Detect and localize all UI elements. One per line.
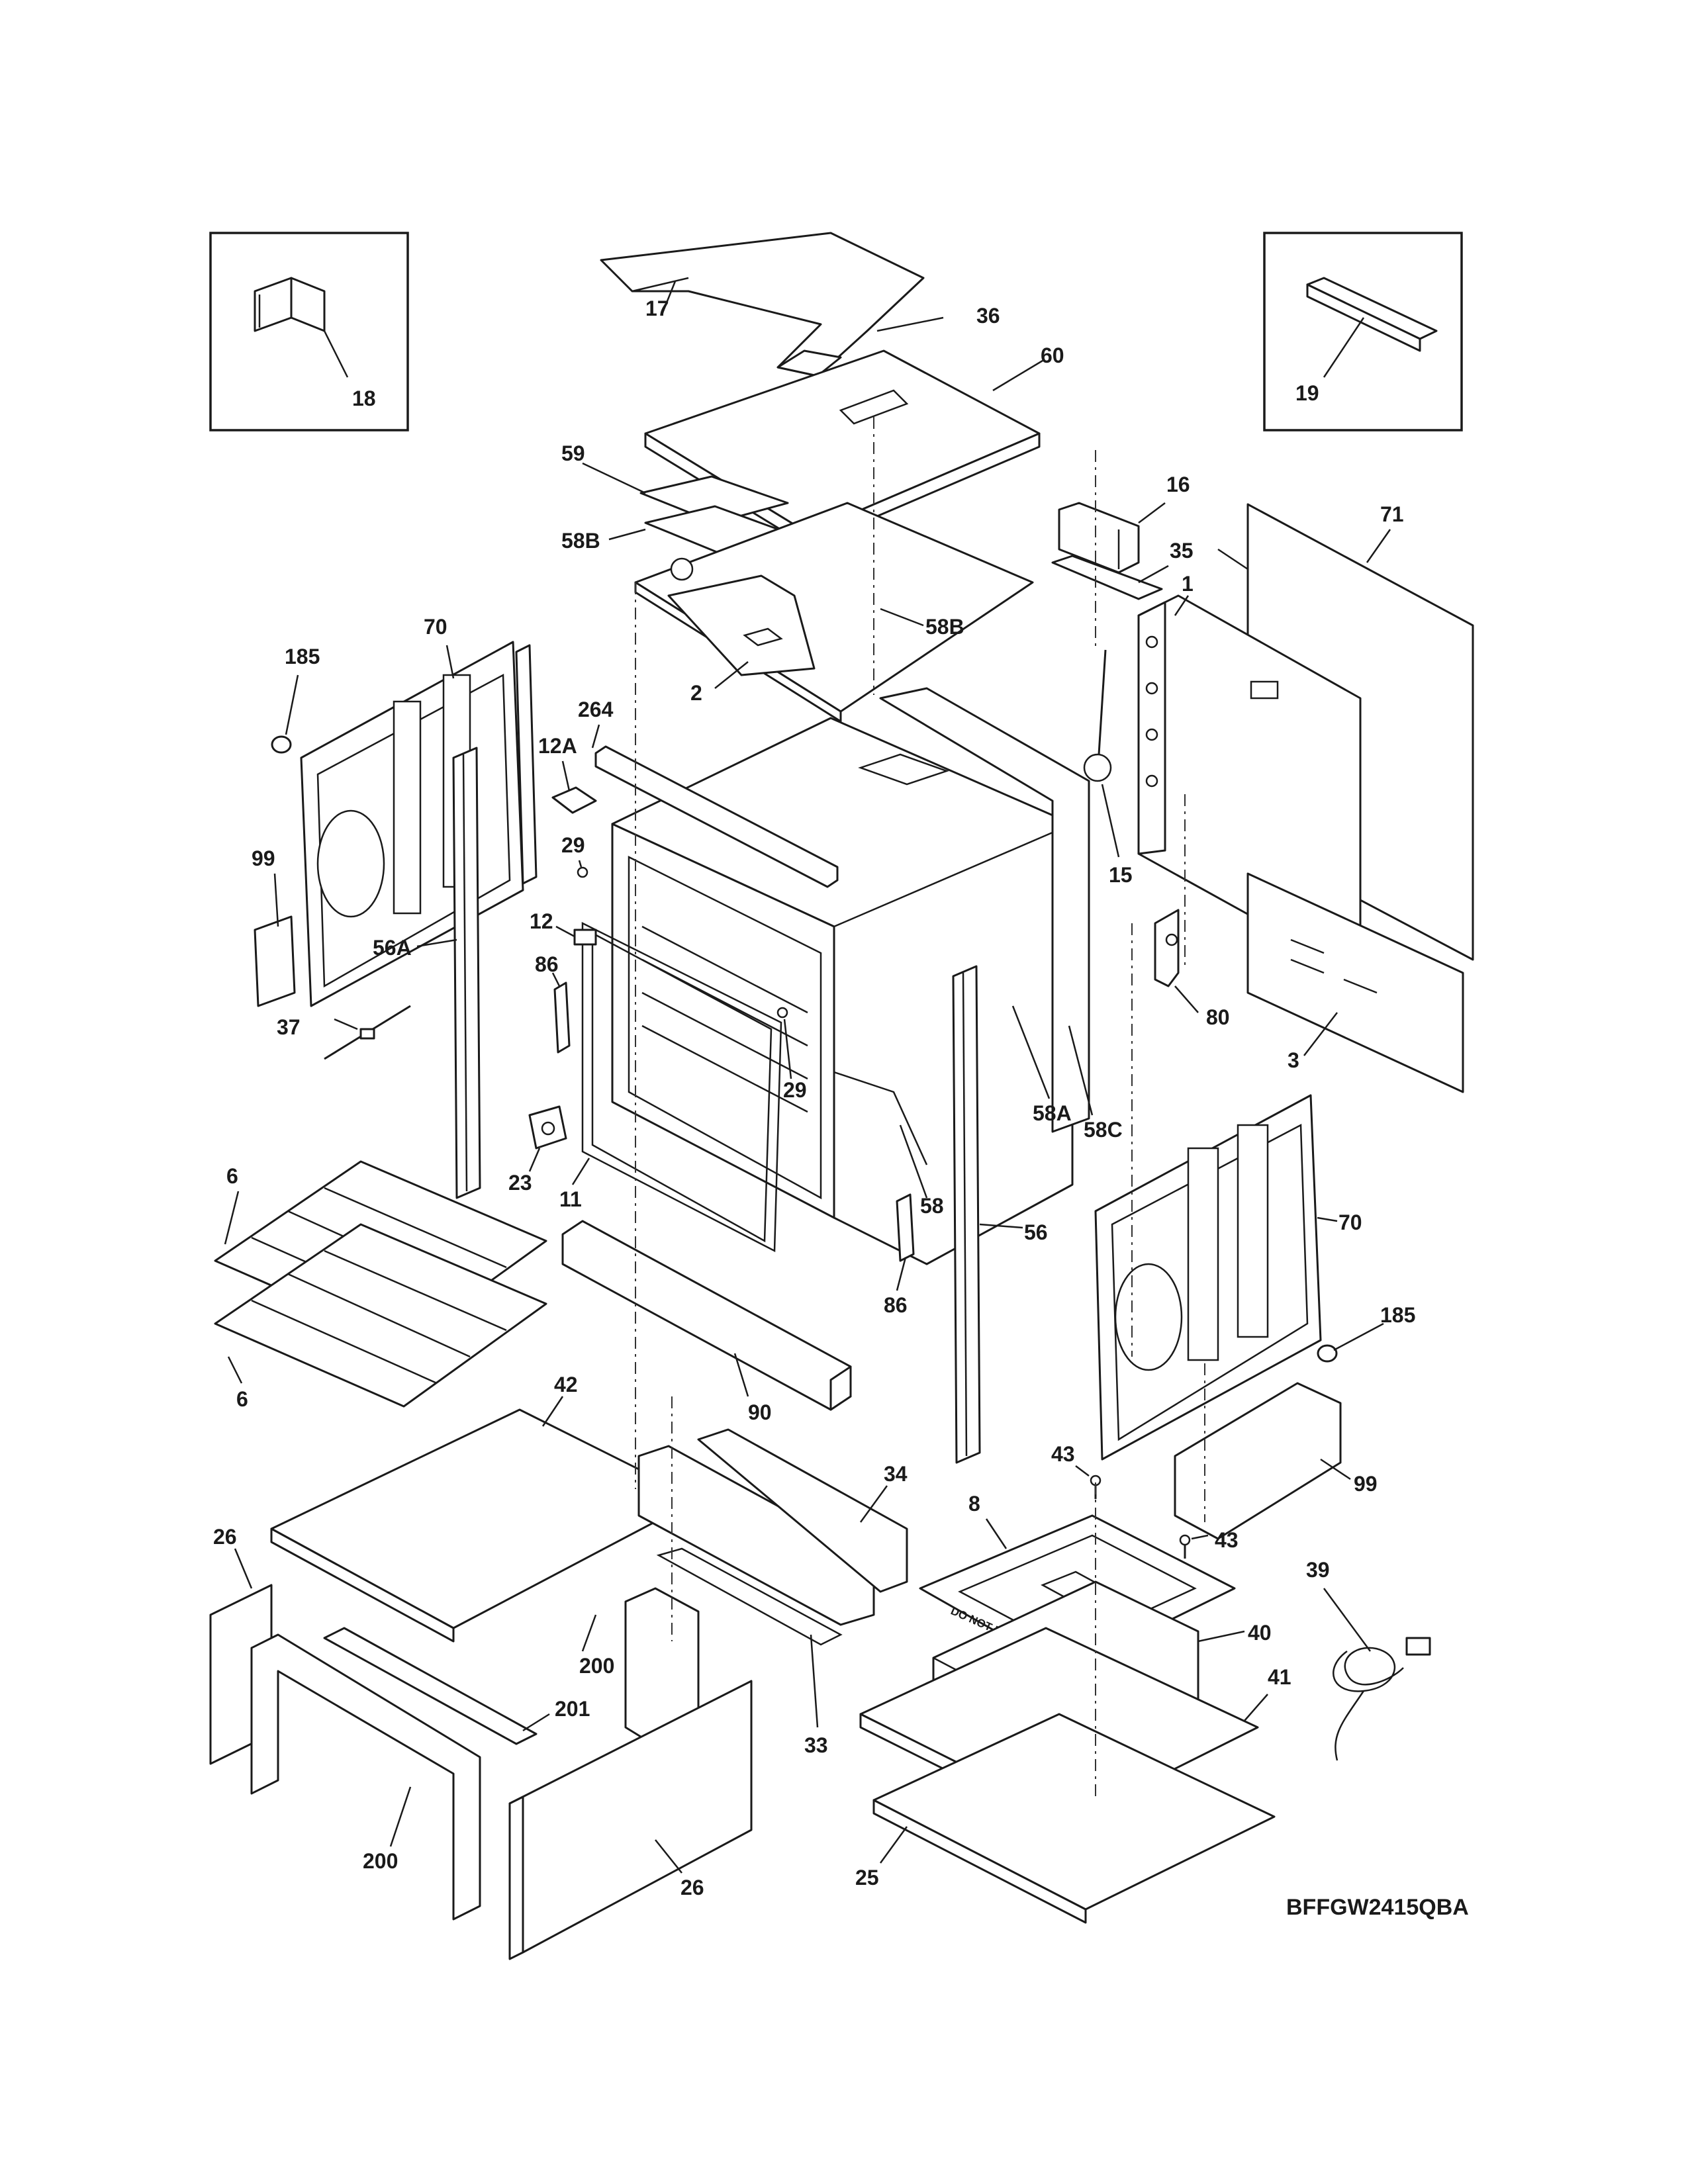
label-58c: 58C [1084, 1118, 1123, 1142]
label-41: 41 [1268, 1665, 1291, 1689]
model-code: BFFGW2415QBA [1286, 1895, 1469, 1920]
label-43-top: 43 [1051, 1442, 1075, 1466]
part-26-front-panel [508, 1680, 753, 1960]
part-35-bracket [1051, 555, 1169, 600]
part-12a-cover [551, 760, 597, 814]
part-99-panel-right [1174, 1382, 1351, 1540]
part-86-bracket-top [551, 972, 571, 1054]
label-26-bottom: 26 [680, 1876, 704, 1899]
label-26-left: 26 [213, 1525, 237, 1549]
part-264-vent-strip [591, 724, 839, 888]
label-56: 56 [1024, 1220, 1048, 1244]
part-23-plate [528, 1105, 567, 1172]
label-90: 90 [748, 1400, 772, 1424]
part-201-brace [323, 1627, 550, 1745]
label-58: 58 [920, 1194, 944, 1218]
label-99-left: 99 [252, 846, 275, 870]
label-58b-right: 58B [925, 615, 964, 639]
label-2: 2 [690, 681, 702, 705]
part-70-side-panel-left [300, 641, 538, 1007]
part-3-lower-back-panel [1246, 872, 1464, 1093]
part-86-bracket-bottom [896, 1193, 915, 1291]
label-70-left: 70 [424, 615, 447, 639]
label-3: 3 [1288, 1048, 1299, 1072]
alignment-lines [635, 417, 1205, 1800]
label-33: 33 [804, 1733, 828, 1757]
part-29-screw-top [577, 860, 588, 878]
label-25: 25 [855, 1866, 879, 1889]
label-12a: 12A [538, 734, 577, 758]
label-185-right: 185 [1380, 1303, 1415, 1327]
label-12: 12 [530, 909, 553, 933]
part-34-frame [637, 1428, 908, 1626]
label-58b-left: 58B [561, 529, 600, 553]
part-43-screw-mid [1179, 1534, 1209, 1559]
part-56-rail [952, 965, 1023, 1464]
label-19: 19 [1295, 381, 1319, 405]
part-6-rack-bottom [214, 1223, 547, 1408]
part-25-base-tray [872, 1713, 1276, 1924]
part-80-bracket [1154, 909, 1199, 1013]
label-70-right: 70 [1338, 1210, 1362, 1234]
label-43-mid: 43 [1215, 1528, 1239, 1552]
callout-labels: 18 19 17 36 60 59 58B 58B 2 16 35 71 1 7… [213, 296, 1415, 1899]
part-200-frame-bottom [250, 1633, 481, 1921]
label-29-mid: 29 [783, 1078, 807, 1102]
label-40: 40 [1248, 1621, 1272, 1645]
part-56a-rail [416, 747, 481, 1199]
part-39-power-cord [1323, 1588, 1431, 1761]
label-39: 39 [1306, 1558, 1330, 1582]
label-264: 264 [578, 698, 614, 721]
part-185-plug-left [271, 674, 299, 754]
label-34: 34 [884, 1462, 908, 1486]
label-42: 42 [554, 1373, 578, 1396]
part-12-valve [555, 925, 597, 946]
label-6-bottom: 6 [236, 1387, 248, 1411]
label-11: 11 [559, 1187, 582, 1211]
label-16: 16 [1166, 473, 1190, 496]
label-8: 8 [968, 1492, 980, 1516]
label-18: 18 [352, 387, 376, 410]
label-56a: 56A [373, 936, 412, 960]
part-37-rod [324, 1005, 411, 1060]
part-29-screw-mid [776, 1007, 792, 1079]
label-6-top: 6 [226, 1164, 238, 1188]
label-1: 1 [1182, 572, 1194, 596]
label-200-bottom: 200 [363, 1849, 398, 1873]
part-90-kick-panel [561, 1220, 852, 1411]
label-58a: 58A [1033, 1101, 1072, 1125]
part-185-plug-right [1317, 1322, 1384, 1363]
label-17: 17 [645, 296, 669, 320]
part-43-screw-top [1075, 1465, 1102, 1499]
part-16-bracket [1058, 502, 1166, 574]
label-86-top: 86 [535, 952, 559, 976]
part-15-igniter [1083, 649, 1120, 858]
label-23: 23 [508, 1171, 532, 1195]
label-200-top: 200 [579, 1654, 614, 1678]
label-35: 35 [1170, 539, 1194, 563]
label-15: 15 [1109, 863, 1133, 887]
label-80: 80 [1206, 1005, 1230, 1029]
inset-part-18 [209, 232, 409, 432]
part-17-top-trim [600, 232, 925, 377]
label-37: 37 [277, 1015, 301, 1039]
part-33-channel [656, 1547, 843, 1728]
inset-part-19 [1263, 232, 1463, 432]
part-58-insulation-bottom [833, 1071, 928, 1199]
label-29-top: 29 [561, 833, 585, 857]
label-36: 36 [976, 304, 1000, 328]
label-185-left: 185 [285, 645, 320, 668]
label-99-right: 99 [1354, 1472, 1378, 1496]
part-58c-insulation-pad [879, 687, 1094, 1133]
label-201: 201 [555, 1697, 590, 1721]
part-99-panel-left [254, 873, 296, 1007]
label-86-bottom: 86 [884, 1293, 908, 1317]
label-59: 59 [561, 441, 585, 465]
part-2-top-plate [634, 502, 1034, 723]
label-71: 71 [1380, 502, 1404, 526]
part-11-door-gasket [571, 921, 782, 1253]
label-60: 60 [1041, 343, 1064, 367]
